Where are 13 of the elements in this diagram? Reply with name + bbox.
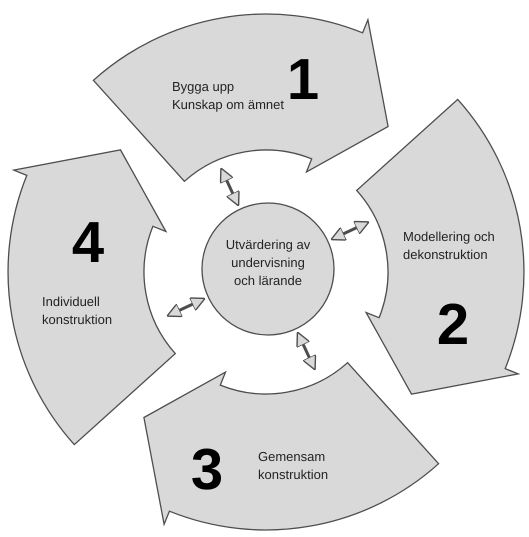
step-label: Individuell konstruktion [42,293,114,329]
step-number: 2 [436,296,470,354]
double-arrow [330,220,370,241]
step-number: 4 [72,214,104,272]
center-label: Utvärdering av undervisning och lärande [224,236,312,290]
step-number: 1 [286,51,320,109]
step-label: Gemensam konstruktion [258,448,330,484]
double-arrow [296,331,316,371]
double-arrow [166,297,206,318]
step-number: 3 [190,441,224,499]
step-label: Bygga upp Kunskap om ämnet [172,78,284,114]
step-label: Modellering och dekonstruktion [403,228,496,264]
double-arrow [220,167,240,207]
